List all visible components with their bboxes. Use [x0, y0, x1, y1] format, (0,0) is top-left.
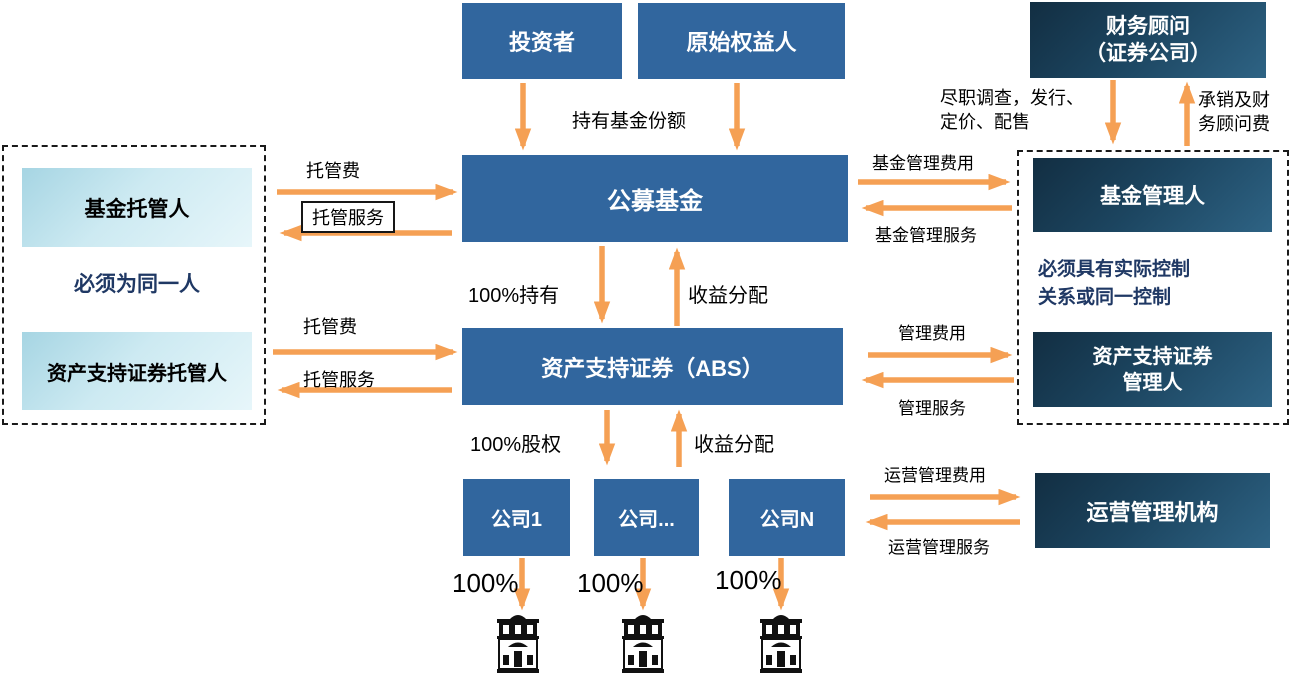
label-custody-service-top: 托管服务	[301, 201, 395, 233]
node-companyN: 公司N	[729, 479, 845, 556]
label-equity-100: 100%股权	[470, 434, 562, 456]
node-abs-manager-line1: 资产支持证券	[1092, 345, 1213, 368]
label-pct-1: 100%	[452, 568, 519, 598]
node-public-fund: 公募基金	[462, 155, 848, 242]
label-mgmt-service: 管理服务	[898, 399, 966, 418]
label-custody-service-bottom: 托管服务	[303, 370, 375, 390]
node-public-fund-label: 公募基金	[607, 188, 703, 215]
note-control-line1: 必须具有实际控制	[1038, 259, 1191, 280]
node-operation-manager: 运营管理机构	[1035, 473, 1270, 548]
label-hold-100: 100%持有	[468, 285, 560, 307]
node-abs: 资产支持证券（ABS）	[462, 328, 843, 405]
node-company1-label: 公司1	[490, 509, 543, 531]
node-company-dots-label: 公司...	[618, 509, 675, 531]
node-operation-manager-label: 运营管理机构	[1086, 499, 1219, 525]
label-op-mgmt-service: 运营管理服务	[888, 538, 990, 557]
note-control-line2: 关系或同一控制	[1038, 287, 1172, 308]
node-abs-custodian-label: 资产支持证券托管人	[47, 362, 227, 385]
label-pct-3: 100%	[715, 565, 782, 595]
node-financial-advisor-line1: 财务顾问	[1106, 14, 1190, 38]
node-companyN-label: 公司N	[759, 509, 815, 531]
building-icon	[497, 615, 539, 673]
node-abs-custodian: 资产支持证券托管人	[22, 332, 252, 410]
label-fund-mgmt-service: 基金管理服务	[875, 226, 977, 245]
node-company-dots: 公司...	[594, 479, 699, 556]
label-pct-2: 100%	[577, 568, 644, 598]
label-fund-mgmt-fee: 基金管理费用	[872, 154, 974, 173]
node-original-holder: 原始权益人	[638, 3, 845, 79]
label-mgmt-fee: 管理费用	[898, 324, 966, 343]
node-financial-advisor: 财务顾问 （证券公司）	[1030, 2, 1266, 78]
label-op-mgmt-fee: 运营管理费用	[884, 466, 986, 485]
node-financial-advisor-line2: （证券公司）	[1085, 42, 1211, 65]
label-custody-fee-top: 托管费	[306, 161, 360, 181]
node-abs-manager: 资产支持证券 管理人	[1033, 332, 1272, 407]
node-fund-custodian-label: 基金托管人	[84, 197, 190, 221]
note-control-relation: 必须具有实际控制 关系或同一控制	[1038, 256, 1278, 312]
node-fund-manager-label: 基金管理人	[1100, 185, 1205, 208]
node-fund-custodian: 基金托管人	[22, 168, 252, 247]
label-income-dist-top: 收益分配	[688, 285, 768, 307]
node-abs-label: 资产支持证券（ABS）	[541, 355, 764, 381]
manager-group-frame	[1017, 150, 1289, 425]
node-company1: 公司1	[463, 479, 570, 556]
node-investor-label: 投资者	[508, 30, 575, 55]
label-underwriting-fee: 承销及财 务顾问费	[1198, 88, 1270, 136]
node-abs-manager-line2: 管理人	[1122, 371, 1183, 394]
node-investor: 投资者	[462, 3, 622, 79]
label-due-diligence: 尽职调查，发行、 定价、配售	[940, 86, 1084, 134]
building-icon	[622, 615, 664, 673]
label-underwriting-line1: 承销及财	[1198, 90, 1270, 110]
label-due-diligence-line2: 定价、配售	[940, 112, 1030, 132]
node-fund-manager: 基金管理人	[1033, 158, 1272, 232]
label-hold-fund-share: 持有基金份额	[572, 111, 687, 132]
label-underwriting-line2: 务顾问费	[1198, 114, 1270, 134]
note-same-person: 必须为同一人	[74, 273, 200, 296]
label-income-dist-bottom: 收益分配	[694, 434, 774, 456]
building-icon	[760, 615, 802, 673]
label-custody-fee-bottom: 托管费	[303, 317, 357, 337]
label-due-diligence-line1: 尽职调查，发行、	[940, 88, 1084, 108]
node-original-holder-label: 原始权益人	[686, 30, 797, 55]
custodian-group-frame	[2, 145, 266, 425]
